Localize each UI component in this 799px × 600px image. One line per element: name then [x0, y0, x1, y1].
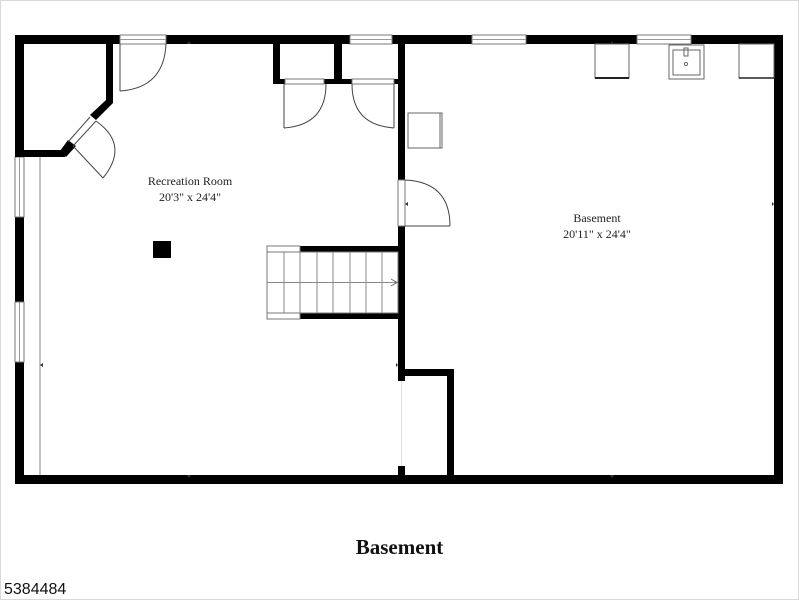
dimension-markers: [40, 41, 774, 478]
window-left-1: [14, 156, 25, 218]
floor-title: Basement: [355, 535, 444, 559]
dividing-wall: [398, 35, 405, 484]
appliance-right: [738, 43, 775, 79]
room-label-basement: Basement 20'11" x 24'4": [537, 210, 657, 242]
room-name: Recreation Room: [147, 174, 233, 188]
listing-id: 5384484: [4, 581, 67, 598]
room-name: Basement: [573, 211, 621, 225]
room-label-recreation-room: Recreation Room 20'3" x 24'4": [130, 173, 250, 205]
room-dimensions: 20'3" x 24'4": [158, 190, 222, 204]
corner-closet-door: [67, 116, 116, 179]
utility-closet-walls: [398, 369, 454, 484]
window-top-4: [636, 34, 692, 45]
entry-door-top: [119, 43, 167, 92]
window-top-1: [119, 34, 167, 45]
support-column: [153, 241, 171, 258]
window-left-2: [14, 301, 25, 363]
window-top-3: [471, 34, 527, 45]
window-top-2: [349, 34, 393, 45]
stairs: [266, 245, 400, 320]
interior-door: [397, 179, 451, 227]
sink: [668, 44, 705, 80]
room-dimensions: 20'11" x 24'4": [563, 227, 631, 241]
closet-doors: [283, 78, 395, 129]
appliance-left: [594, 43, 630, 79]
corner-closet-walls: [15, 35, 113, 157]
appliance-mid: [407, 112, 443, 149]
